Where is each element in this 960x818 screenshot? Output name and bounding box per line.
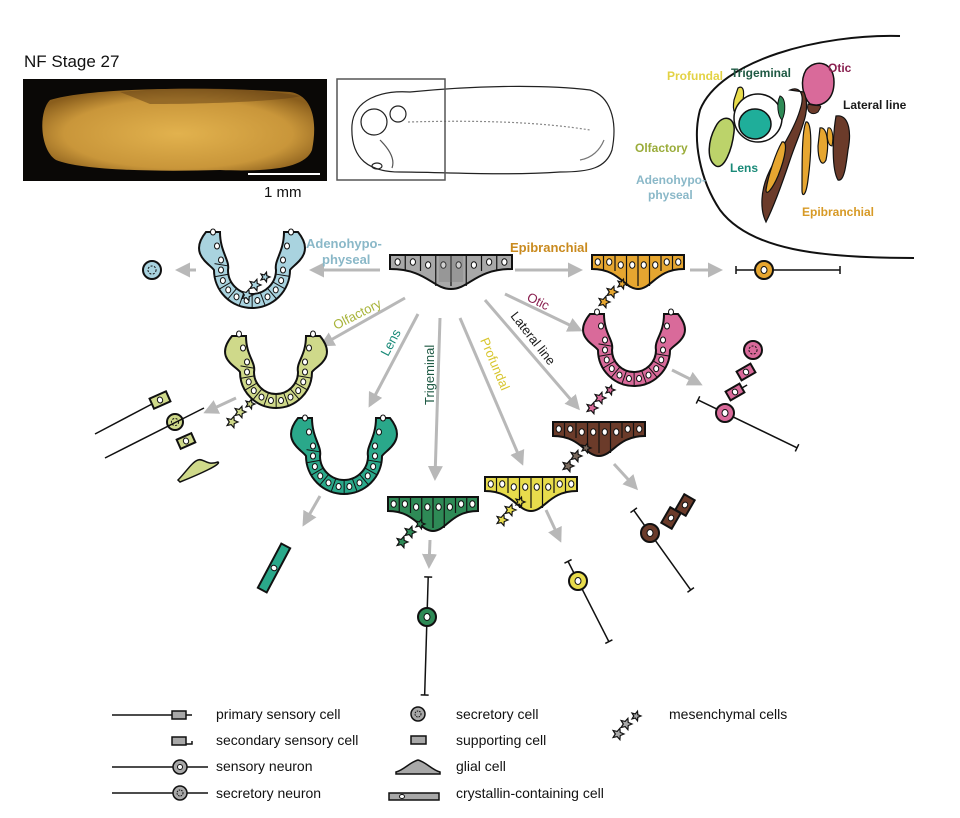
trigeminal-neuron <box>417 576 437 696</box>
olfactory-supporting-cell <box>175 431 197 451</box>
lateral-line-neuron <box>630 507 695 593</box>
lateral-line-placode <box>552 421 646 458</box>
otic-secretory-cell <box>743 340 763 360</box>
label-epibranchial: Epibranchial <box>510 240 588 255</box>
olfactory-primary-axon <box>94 403 153 435</box>
legend-secretory-neuron: secretory neuron <box>216 785 321 801</box>
adenohypophyseal-secretory-cell <box>142 260 162 280</box>
head-label-lateral-line: Lateral line <box>843 98 907 112</box>
head-map <box>695 34 915 259</box>
olfactory-placode <box>224 330 328 409</box>
arrow-trigeminal <box>427 317 443 481</box>
epibranchial-region <box>765 141 787 193</box>
adenohypophyseal-mesenchyme <box>240 270 272 303</box>
embryo-photo <box>23 79 327 181</box>
head-label-profundal: Profundal <box>667 69 723 83</box>
scale-bar-label: 1 mm <box>264 184 302 201</box>
head-label-otic: Otic <box>828 61 852 75</box>
arrow-lens-cell <box>302 495 322 527</box>
legend-mesenchymal-cells: mesenchymal cells <box>669 706 787 722</box>
arrow-otic <box>504 292 583 332</box>
olfactory-glial-cell <box>176 458 220 483</box>
lateral-line-supporting-cell <box>673 492 697 518</box>
olfactory-secretory-axon <box>104 407 205 459</box>
head-label-lens: Lens <box>730 161 758 175</box>
label-trigeminal: Trigeminal <box>422 345 437 405</box>
lens-region <box>738 108 772 140</box>
embryo-sketch <box>336 78 615 181</box>
epibranchial-neuron <box>735 260 841 280</box>
mesenchymal-cells-icon <box>611 709 643 742</box>
profundal-placode <box>484 476 578 513</box>
label-profundal: Profundal <box>477 335 513 392</box>
secretory-cell-icon <box>410 706 426 722</box>
supporting-cell-icon <box>410 735 427 745</box>
head-label-epibranchial: Epibranchial <box>802 205 874 219</box>
otic-neuron <box>695 396 800 452</box>
legend-supporting-cell: supporting cell <box>456 732 546 748</box>
arrow-profundal <box>458 317 525 466</box>
head-label-adenohypophyseal-1: Adenohypo- <box>636 173 706 187</box>
crystallin-cell-icon <box>388 792 440 801</box>
arrow-olfactory <box>319 296 406 347</box>
lateral-line-mesenchyme <box>561 441 593 474</box>
otic-secondary-sensory-cell <box>724 382 748 402</box>
legend-secretory-cell: secretory cell <box>456 706 538 722</box>
glial-cell-icon <box>395 759 441 775</box>
label-adenohypophyseal-2: physeal <box>322 252 370 267</box>
otic-region <box>801 62 835 106</box>
trigeminal-region <box>777 95 786 121</box>
otic-mesenchyme <box>585 383 617 416</box>
otic-supporting-cell <box>735 362 757 382</box>
pathway-arrows <box>175 262 723 569</box>
arrow-lens <box>368 313 420 408</box>
head-label-trigeminal: Trigeminal <box>731 66 791 80</box>
legend-glial-cell: glial cell <box>456 758 506 774</box>
trigeminal-mesenchyme <box>395 517 427 550</box>
stage-title: NF Stage 27 <box>24 52 119 71</box>
profundal-neuron <box>564 558 613 645</box>
secondary-sensory-cell-icon <box>171 736 193 746</box>
arrow-lateral-line-cells <box>612 462 639 491</box>
secretory-neuron-icon <box>112 785 208 801</box>
epibranchial-mesenchyme <box>597 277 629 310</box>
sensory-neuron-icon <box>112 759 208 775</box>
otic-placode <box>582 308 686 387</box>
arrow-lateral-line <box>483 299 580 411</box>
olfactory-mesenchyme <box>225 397 257 430</box>
arrow-olfactory-cells <box>203 396 237 414</box>
epibranchial-placode <box>591 254 685 291</box>
legend: primary sensory cell secondary sensory c… <box>112 706 787 801</box>
adenohypophyseal-placode <box>198 228 306 309</box>
label-adenohypophyseal-1: Adenohypo- <box>306 236 382 251</box>
legend-sensory-neuron: sensory neuron <box>216 758 313 774</box>
label-lens: Lens <box>377 326 404 358</box>
arrow-trigeminal-neuron <box>421 539 437 569</box>
head-label-olfactory: Olfactory <box>635 141 688 155</box>
legend-primary-sensory-cell: primary sensory cell <box>216 706 340 722</box>
legend-secondary-sensory-cell: secondary sensory cell <box>216 732 358 748</box>
arrow-otic-cells <box>671 368 703 386</box>
profundal-mesenchyme <box>495 495 527 528</box>
common-placodal-ectoderm <box>389 254 513 291</box>
arrow-profundal-neuron <box>544 509 562 543</box>
head-label-adenohypophyseal-2: physeal <box>648 188 693 202</box>
olfactory-region <box>708 117 735 168</box>
trigeminal-placode <box>387 496 479 533</box>
olfactory-primary-sensory-cell <box>148 389 172 411</box>
primary-sensory-cell-icon <box>112 710 192 720</box>
legend-crystallin-cell: crystallin-containing cell <box>456 785 604 801</box>
lens-crystallin-cell <box>256 542 292 594</box>
lens-placode <box>290 414 398 495</box>
